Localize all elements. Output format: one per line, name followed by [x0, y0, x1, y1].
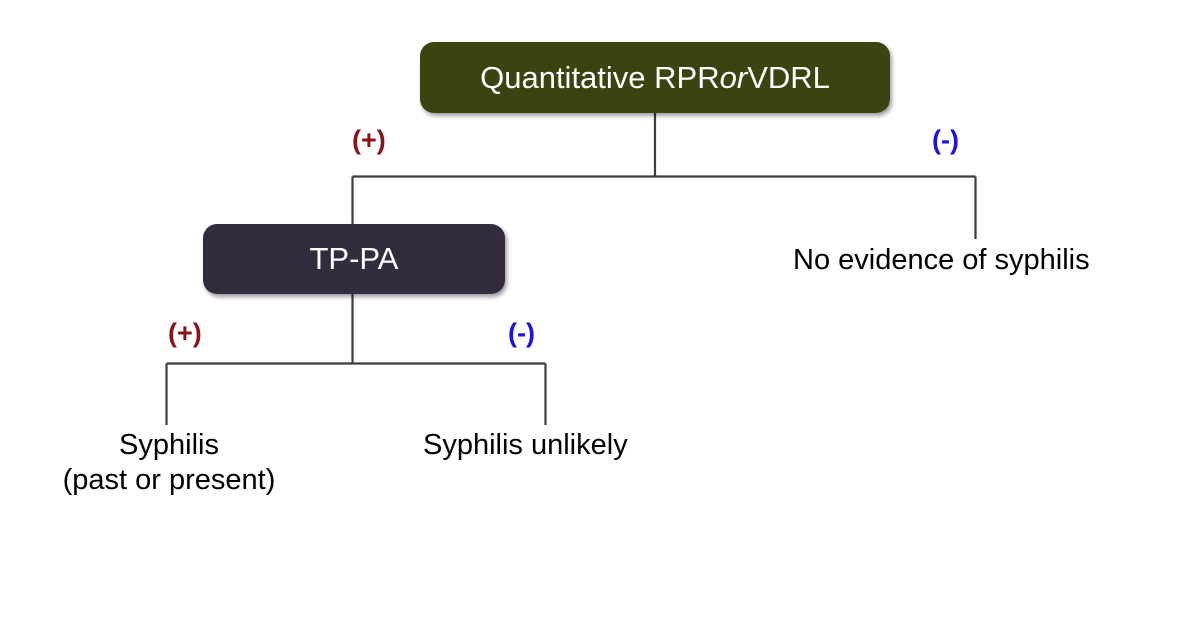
node-rpr-label-part2: VDRL [747, 59, 830, 95]
outcome-no-evidence-text: No evidence of syphilis [793, 244, 1090, 276]
node-tppa-label: TP-PA [309, 241, 399, 276]
outcome-no-evidence-of-syphilis: No evidence of syphilis [793, 243, 1090, 278]
branch-label-root-negative: (-) [932, 125, 959, 155]
branch-label-root-positive: (+) [352, 125, 386, 155]
node-rpr-label-part1: Quantitative RPR [480, 59, 720, 95]
branch-label-confirm-negative: (-) [508, 318, 535, 348]
outcome-syphilis-line1: Syphilis [119, 429, 219, 461]
branch-label-confirm-positive: (+) [168, 318, 202, 348]
outcome-syphilis-unlikely-text: Syphilis unlikely [423, 429, 628, 461]
node-quantitative-rpr-or-vdrl[interactable]: Quantitative RPR or VDRL [420, 42, 890, 113]
outcome-syphilis-past-or-present: Syphilis (past or present) [38, 428, 300, 499]
outcome-syphilis-unlikely: Syphilis unlikely [423, 428, 628, 463]
outcome-syphilis-line2: (past or present) [62, 464, 276, 497]
node-rpr-label-emphasis: or [719, 59, 748, 95]
node-tp-pa[interactable]: TP-PA [203, 224, 505, 294]
